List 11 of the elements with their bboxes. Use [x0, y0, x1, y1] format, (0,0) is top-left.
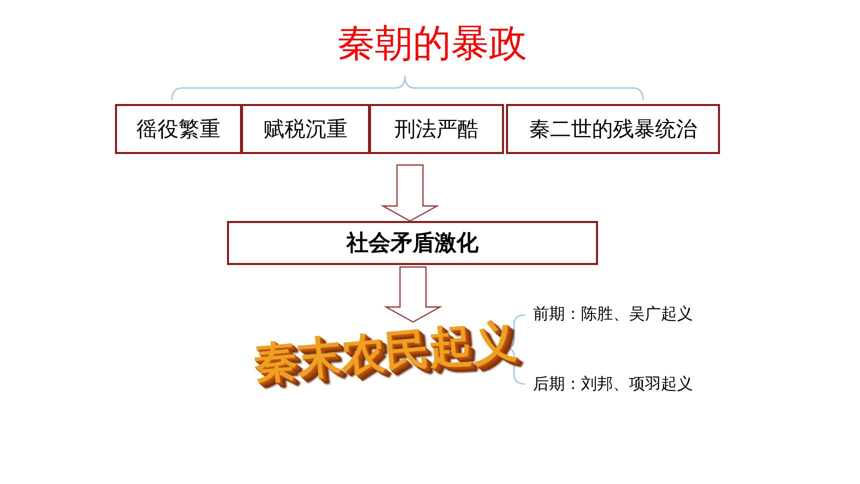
- result-box: 社会矛盾激化: [227, 221, 598, 265]
- title: 秦朝的暴政: [337, 21, 527, 65]
- cause-box: 秦二世的残暴统治: [506, 104, 720, 154]
- wordart-title: 秦末农民起义: [252, 310, 518, 394]
- cause-box: 赋税沉重: [241, 104, 370, 154]
- phase-label: 前期：陈胜、吴广起义: [533, 304, 693, 325]
- block-arrow: [384, 266, 442, 323]
- block-arrow: [380, 164, 440, 222]
- cause-box: 徭役繁重: [115, 104, 242, 154]
- phase-label: 后期：刘邦、项羽起义: [533, 374, 693, 395]
- cause-box: 刑法严酷: [369, 104, 504, 154]
